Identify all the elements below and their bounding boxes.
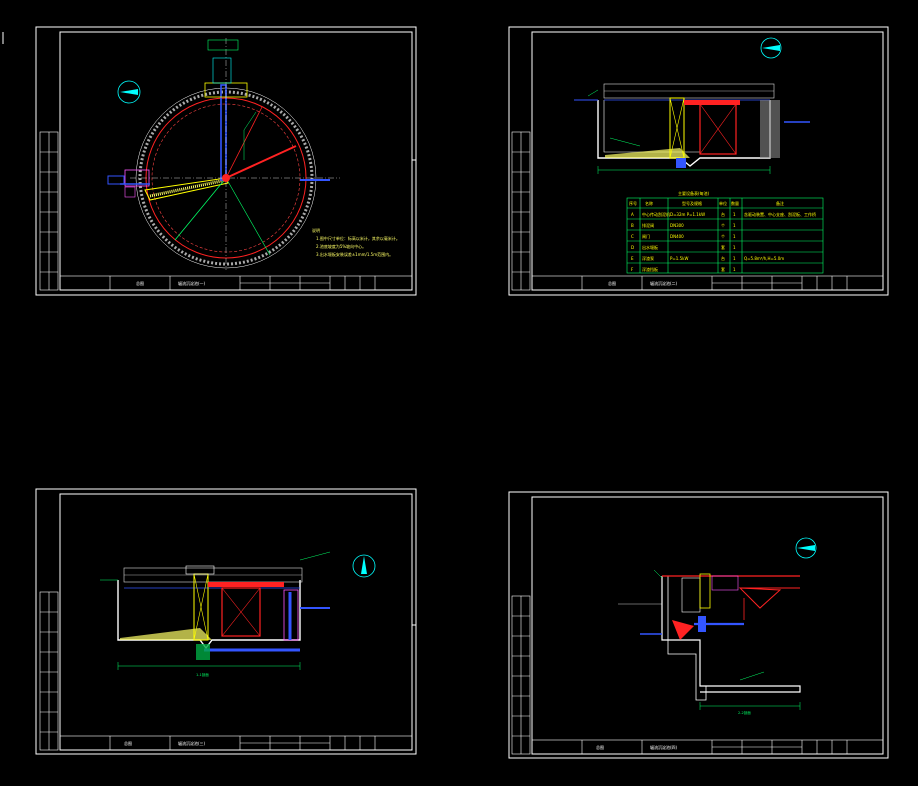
table-header-cell: 数量 — [731, 200, 739, 206]
table-cell: 1 — [733, 234, 736, 239]
sheet-4-title-name: 辐流沉淀池(四) — [650, 744, 678, 750]
table-cell: 个 — [721, 234, 725, 239]
sheet-1-title-label: 总图 — [136, 280, 144, 286]
sheet-4-section-label: 2-2剖面 — [738, 710, 751, 715]
table-header-cell: 单位 — [719, 200, 727, 206]
table-cell: 1 — [733, 267, 736, 272]
sheet-4[interactable]: 总图 辐流沉淀池(四) 2-2剖面 — [508, 491, 889, 759]
table-cell: Q=5.8m³/h,H=5.0m — [744, 256, 784, 261]
sheet-2-title-block — [531, 275, 884, 291]
sheet-1-note-3: 3.出水堰板安装误差±1mm/1.5m范围内。 — [316, 251, 393, 257]
sheet-1-title-block — [59, 275, 413, 291]
table-cell: E — [631, 256, 634, 261]
table-cell: 1 — [733, 245, 736, 250]
table-cell: B — [631, 223, 634, 228]
table-cell: 中心传动刮泥机 — [642, 211, 670, 217]
table-cell: D — [631, 245, 634, 250]
sheet-3-title-name: 辐流沉淀池(三) — [178, 740, 206, 746]
sheet-3-inner-frame — [59, 493, 413, 751]
sheet-2-outer-frame — [508, 26, 889, 296]
north-arrow-icon — [352, 554, 376, 578]
sheet-1-notes-heading: 说明 — [312, 227, 320, 233]
sheet-4-binding-strip — [511, 595, 531, 755]
sheet-4-inner-frame — [531, 496, 884, 755]
table-cell: 个 — [721, 223, 725, 228]
sheet-2-equipment-table — [626, 197, 824, 274]
sheet-1-title-name: 辐流沉淀池(一) — [178, 280, 206, 286]
table-cell: 套 — [721, 244, 725, 250]
sheet-1-tank-plan — [107, 38, 340, 270]
north-arrow-icon — [795, 537, 817, 559]
table-cell: D=32m P=1.1kW — [670, 212, 705, 217]
table-cell: P=1.5kW — [670, 256, 688, 261]
table-cell: 台 — [721, 255, 725, 261]
table-header-cell: 名称 — [645, 200, 653, 206]
sheet-3-section-drawing — [100, 551, 331, 670]
table-cell: 台 — [721, 211, 725, 217]
table-header-cell: 型号及规格 — [682, 200, 702, 206]
sheet-2-section-drawing — [574, 83, 810, 174]
table-cell: 出水堰板 — [642, 244, 658, 250]
table-cell: DN300 — [670, 223, 684, 228]
sheet-1-note-1: 1.图中尺寸单位：标高以米计，其余以毫米计。 — [316, 235, 400, 241]
sheet-1-outer-frame — [35, 26, 417, 296]
table-cell: 1 — [733, 223, 736, 228]
sheet-1-binding-strip — [39, 131, 59, 291]
sheet-3-title-block — [59, 735, 413, 751]
table-cell: 1 — [733, 256, 736, 261]
north-arrow-icon — [117, 80, 141, 104]
sheet-2-title-label: 总图 — [608, 280, 616, 286]
table-cell: 含驱动装置、中心支座、刮泥板、工作桥 — [744, 211, 816, 217]
sheet-2-inner-frame — [531, 31, 884, 291]
table-cell: 1 — [733, 212, 736, 217]
table-cell: 浮渣挡板 — [642, 266, 658, 272]
sheet-2-title-name: 辐流沉淀池(二) — [650, 280, 678, 286]
sheet-2[interactable]: 总图 辐流沉淀池(二) — [508, 26, 889, 296]
sheet-4-title-label: 总图 — [596, 744, 604, 750]
table-cell: 套 — [721, 266, 725, 272]
table-header-cell: 备注 — [776, 200, 784, 206]
table-cell: 排泥阀 — [642, 222, 654, 228]
table-cell: 闸门 — [642, 233, 650, 239]
table-cell: C — [631, 234, 634, 239]
sheet-4-outer-frame — [508, 491, 889, 759]
sheet-1-note-2: 2.池底坡度为5%坡向中心。 — [316, 243, 366, 249]
sheet-3-title-label: 总图 — [124, 740, 132, 746]
sheet-3-section-label: 1-1剖面 — [196, 672, 209, 677]
north-arrow-icon — [760, 37, 782, 59]
sheet-4-section-drawing — [618, 569, 801, 710]
table-header-cell: 序号 — [629, 200, 637, 206]
table-cell: A — [631, 212, 634, 217]
sheet-2-table-header: 序号 名称 型号及规格 单位 数量 备注 — [629, 200, 784, 206]
sheet-2-table-title: 主要设备表(每池) — [678, 190, 710, 196]
sheet-2-binding-strip — [511, 131, 531, 291]
table-cell: F — [631, 267, 634, 272]
sheet-3[interactable]: 总图 辐流沉淀池(三) — [35, 488, 417, 755]
sheet-3-binding-strip — [39, 591, 59, 751]
sheet-3-outer-frame — [35, 488, 417, 755]
table-cell: 浮渣泵 — [642, 255, 654, 261]
sheet-4-title-block — [531, 739, 884, 755]
table-cell: DN400 — [670, 234, 684, 239]
sheet-1[interactable]: 总图 辐流沉淀池(一) — [35, 26, 417, 296]
